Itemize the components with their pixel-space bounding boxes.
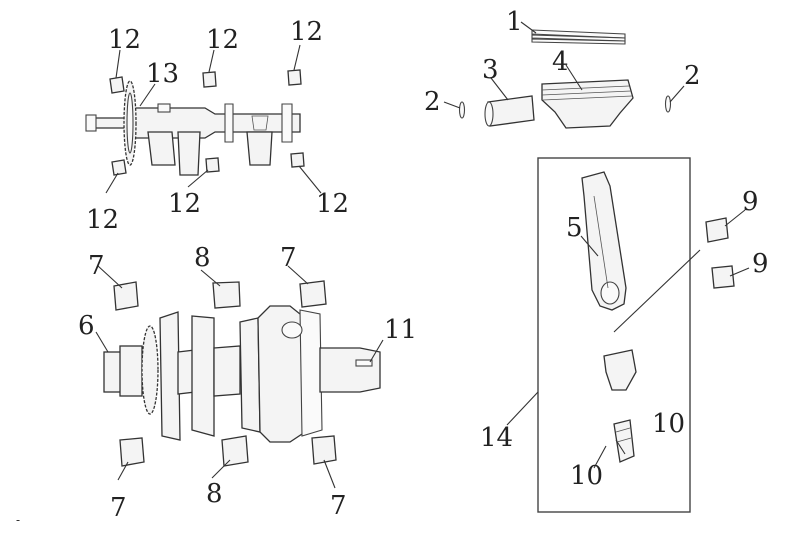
callout-4: 4	[552, 47, 569, 77]
connecting-rod-kit-frame	[537, 157, 691, 513]
callout-8-top: 8	[194, 243, 211, 273]
callout-14: 14	[480, 423, 513, 453]
rod-bearing-shells	[705, 217, 735, 289]
callout-10-left: 10	[570, 461, 603, 491]
callout-12-bottom-middle: 12	[168, 189, 201, 219]
corner-mark: -	[16, 513, 20, 527]
piston	[541, 79, 634, 129]
callout-7-top-right: 7	[280, 243, 297, 273]
crankshaft	[103, 305, 381, 443]
callout-12-top-left: 12	[108, 25, 141, 55]
callout-7-top-left: 7	[88, 251, 105, 281]
callout-2-left: 2	[424, 87, 441, 117]
callout-11: 11	[384, 315, 417, 345]
callout-2-right: 2	[684, 61, 701, 91]
connecting-rod	[581, 171, 627, 311]
leader-lines	[95, 21, 750, 489]
piston-pin-clips	[458, 95, 672, 119]
callout-8-bottom: 8	[206, 479, 223, 509]
callout-12-bottom-left: 12	[86, 205, 119, 235]
callout-9-top: 9	[742, 187, 759, 217]
callout-10-right: 10	[652, 409, 685, 439]
callout-7-bottom-right: 7	[330, 491, 347, 521]
callout-13: 13	[146, 59, 179, 89]
callout-7-bottom-left: 7	[110, 493, 127, 523]
piston-pin	[484, 95, 535, 127]
callout-12-bottom-right: 12	[316, 189, 349, 219]
callout-12-top-middle: 12	[206, 25, 239, 55]
callout-6: 6	[78, 311, 95, 341]
cam-sprocket	[123, 80, 137, 166]
piston-rings	[531, 29, 626, 45]
callout-9-bottom: 9	[752, 249, 769, 279]
callout-12-top-right: 12	[290, 17, 323, 47]
crank-bearing-shells	[113, 280, 337, 467]
camshaft-bearing-caps	[109, 69, 305, 176]
camshaft	[85, 103, 301, 176]
callout-labels: 1 2 2 3 4 5 6 7 7 7 7 8 8 9 9 10 10 11 1…	[16, 7, 769, 527]
rod-bolts	[613, 419, 635, 463]
callout-3: 3	[482, 55, 499, 85]
callout-1: 1	[506, 7, 523, 37]
callout-5: 5	[566, 213, 583, 243]
connecting-rod-cap	[603, 349, 637, 391]
kit-divider	[613, 249, 701, 333]
